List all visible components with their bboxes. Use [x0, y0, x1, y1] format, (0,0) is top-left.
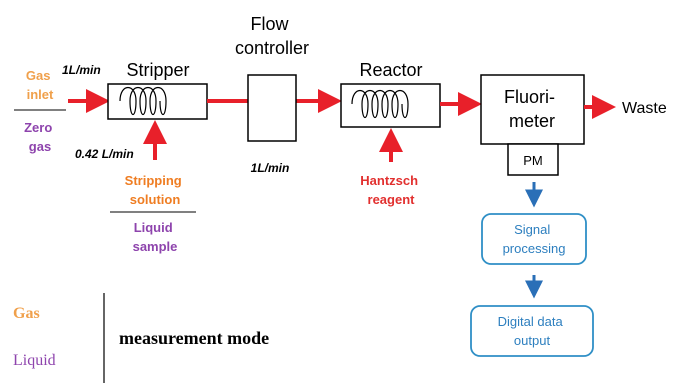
flow-controller-rate-label: 1L/min [251, 161, 290, 175]
stripper-label: Stripper [126, 60, 189, 80]
legend-mode-label: measurement mode [119, 328, 269, 348]
fluorimeter-label: Fluori- meter [504, 87, 560, 131]
flow-controller-label: Flow controller [235, 14, 309, 58]
stripping-solution-label: Stripping solution [125, 173, 186, 207]
flow-rate-1-label: 1L/min [62, 63, 101, 77]
waste-label: Waste [622, 100, 667, 117]
reactor-label: Reactor [359, 60, 422, 80]
liquid-sample-label: Liquid sample [133, 220, 178, 254]
flow-rate-042-label: 0.42 L/min [75, 147, 134, 161]
legend-liquid-label: Liquid [13, 352, 56, 369]
gas-inlet-label: Gas inlet [26, 68, 54, 102]
signal-processing-label: Signal processing [503, 222, 566, 256]
signal-processing-box [481, 213, 587, 265]
pm-box [507, 143, 559, 176]
hantzsch-reagent-label: Hantzsch reagent [360, 173, 421, 207]
pm-label: PM [523, 153, 543, 168]
flow-controller-box [247, 74, 297, 142]
stripper-coil-icon [119, 86, 167, 116]
digital-output-label: Digital data output [498, 314, 567, 348]
legend-gas-label: Gas [13, 305, 40, 322]
fluorimeter-box [480, 74, 585, 145]
zero-gas-label: Zero gas [24, 120, 56, 154]
stripper-box [107, 83, 208, 120]
digital-output-box [470, 305, 594, 357]
reactor-coil-icon [351, 89, 409, 119]
